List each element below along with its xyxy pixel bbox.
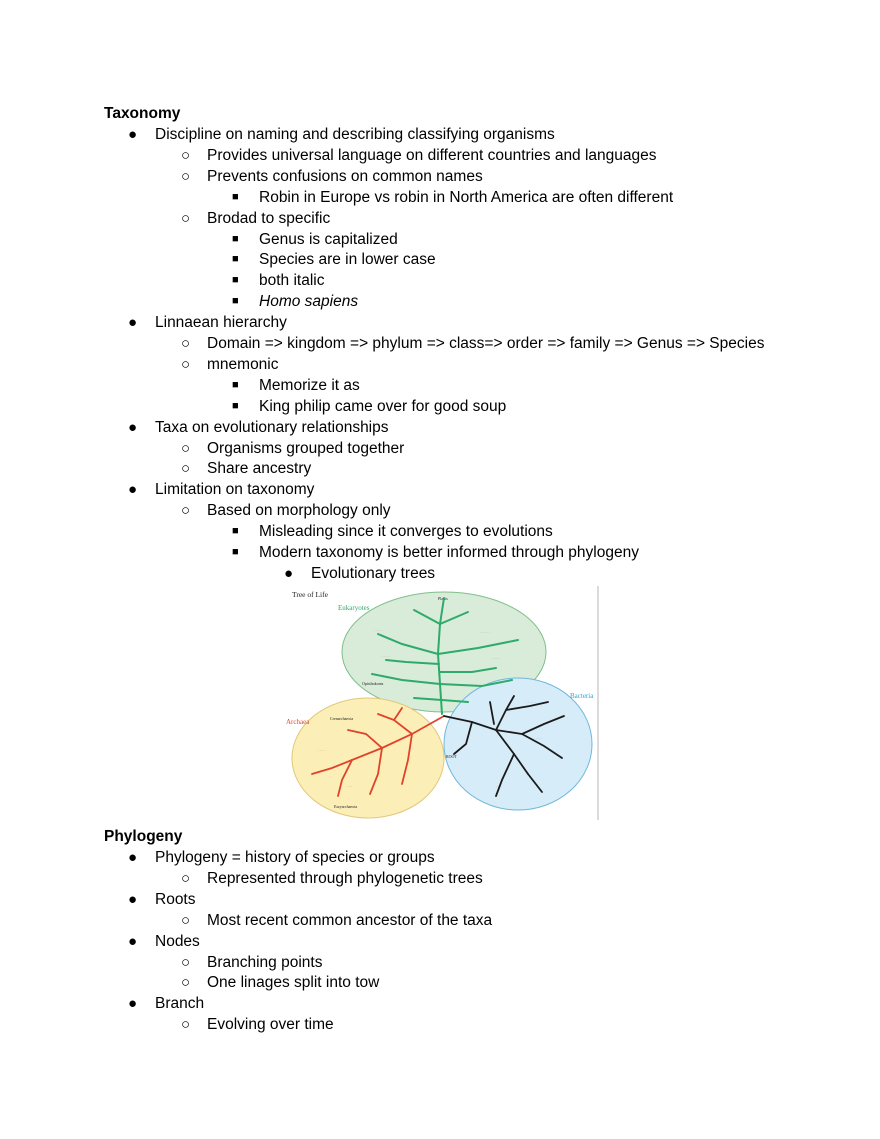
bullet-marker: ○: [181, 953, 191, 971]
bullet-marker: ○: [181, 911, 191, 929]
list-item-text: Represented through phylogenetic trees: [207, 869, 483, 887]
list-item-text: mnemonic: [207, 355, 279, 373]
bullet-marker: ■: [232, 295, 239, 308]
bullet-marker: ●: [128, 481, 138, 499]
list-item-text: both italic: [259, 272, 325, 290]
list-item-text: Based on morphology only: [207, 502, 391, 520]
bacteria-branches: [443, 695, 565, 797]
svg-text:· · · · ·: · · · · ·: [534, 737, 542, 741]
bullet-marker: ●: [284, 564, 294, 582]
opisthokonts-label: Opisthokonts: [362, 681, 384, 686]
bacteria-region: [443, 677, 593, 811]
tree-title: Tree of Life: [292, 590, 329, 599]
list-item-text: King philip came over for good soup: [259, 397, 507, 415]
bullet-marker: ●: [128, 849, 138, 866]
bullet-marker: ○: [181, 355, 191, 373]
list-item-text: Modern taxonomy is better informed throu…: [259, 544, 639, 561]
bullet-marker: ●: [128, 314, 138, 332]
bullet-marker: ○: [181, 974, 191, 992]
list-item-text: Limitation on taxonomy: [155, 481, 315, 499]
bullet-marker: ●: [128, 932, 138, 950]
euryarchaeota-label: Euryarchaeota: [334, 804, 357, 809]
svg-text:· · · ·: · · · ·: [346, 785, 352, 789]
list-item-text: Branching points: [207, 953, 323, 971]
list-item-text: Genus is capitalized: [259, 230, 398, 248]
bullet-marker: ■: [232, 274, 239, 287]
list-item-text: Domain => kingdom => phylum => class=> o…: [207, 335, 765, 352]
list-item-text: Linnaean hierarchy: [155, 314, 287, 332]
list-item-text: Most recent common ancestor of the taxa: [207, 911, 493, 929]
crenarchaeota-label: Crenarchaeota: [330, 716, 353, 721]
bullet-marker: ○: [181, 1016, 191, 1034]
list-item-text: Taxa on evolutionary relationships: [155, 418, 389, 436]
bullet-marker: ■: [232, 232, 239, 245]
bullet-marker: ■: [232, 399, 239, 412]
svg-text:· · · · · ·: · · · · · ·: [480, 631, 490, 635]
bullet-marker: ●: [128, 890, 138, 908]
bullet-marker: ○: [181, 335, 191, 352]
tree-of-life-diagram: Tree of Life Eukaryotes Archaea Bacteria…: [286, 586, 599, 820]
bullet-marker: ○: [181, 209, 191, 227]
bullet-marker: ○: [181, 502, 191, 520]
svg-text:· · · · ·: · · · · ·: [492, 657, 500, 661]
bullet-marker: ■: [232, 253, 239, 266]
bullet-marker: ●: [128, 995, 138, 1013]
bullet-marker: ○: [181, 460, 191, 478]
root-label: ROOT: [446, 754, 457, 759]
phylogeny-heading: Phylogeny: [104, 828, 183, 845]
list-item-text: Misleading since it converges to evoluti…: [259, 523, 553, 541]
list-item-text: Prevents confusions on common names: [207, 167, 483, 185]
bullet-marker: ■: [232, 525, 239, 538]
bullet-marker: ●: [128, 418, 138, 436]
archaea-branches: [311, 707, 445, 797]
list-item-text: One linages split into tow: [207, 974, 380, 992]
bullet-marker: ●: [128, 126, 138, 143]
svg-text:· · · · ·: · · · · ·: [382, 655, 390, 659]
svg-text:· · · · · ·: · · · · · ·: [526, 701, 536, 705]
bullet-marker: ■: [232, 190, 239, 203]
svg-text:· · · · ·: · · · · ·: [318, 749, 326, 753]
list-item-text: Phylogeny = history of species or groups: [155, 849, 435, 866]
taxonomy-heading: Taxonomy: [104, 105, 181, 122]
list-item-text: Evolving over time: [207, 1016, 334, 1034]
bullet-marker: ○: [181, 146, 191, 164]
tree-of-life-figure: Tree of Life Eukaryotes Archaea Bacteria…: [282, 584, 602, 822]
eukaryote-branches: [371, 597, 519, 715]
list-item-text: Roots: [155, 890, 196, 908]
list-item-text: Brodad to specific: [207, 209, 331, 227]
archaea-label: Archaea: [286, 718, 310, 726]
list-item-text: Memorize it as: [259, 376, 360, 394]
archaea-region: [291, 697, 445, 819]
tree-leaf-labels: · · · · · · · · · · · · · · · · · · · · …: [318, 629, 542, 789]
list-item-text: Organisms grouped together: [207, 439, 405, 457]
bullet-marker: ○: [181, 439, 191, 457]
list-item-text: Branch: [155, 995, 205, 1013]
bullet-marker: ○: [181, 167, 191, 185]
bullet-marker: ■: [232, 378, 239, 391]
list-item-text: Species are in lower case: [259, 251, 436, 269]
list-item-text: Homo sapiens: [259, 293, 359, 311]
list-item-text: Provides universal language on different…: [207, 146, 657, 164]
eukaryotes-label: Eukaryotes: [338, 604, 370, 612]
bullet-marker: ○: [181, 869, 191, 887]
svg-text:· · · · ·: · · · · ·: [374, 629, 382, 633]
bacteria-label: Bacteria: [570, 692, 594, 700]
list-item-text: Robin in Europe vs robin in North Americ…: [259, 188, 674, 206]
bullet-marker: ■: [232, 546, 239, 558]
list-item-text: Share ancestry: [207, 460, 312, 478]
list-item-text: Nodes: [155, 932, 200, 950]
list-item-text: Evolutionary trees: [311, 564, 436, 582]
svg-text:· · · ·: · · · ·: [496, 785, 502, 789]
list-item-text: Discipline on naming and describing clas…: [155, 126, 555, 143]
